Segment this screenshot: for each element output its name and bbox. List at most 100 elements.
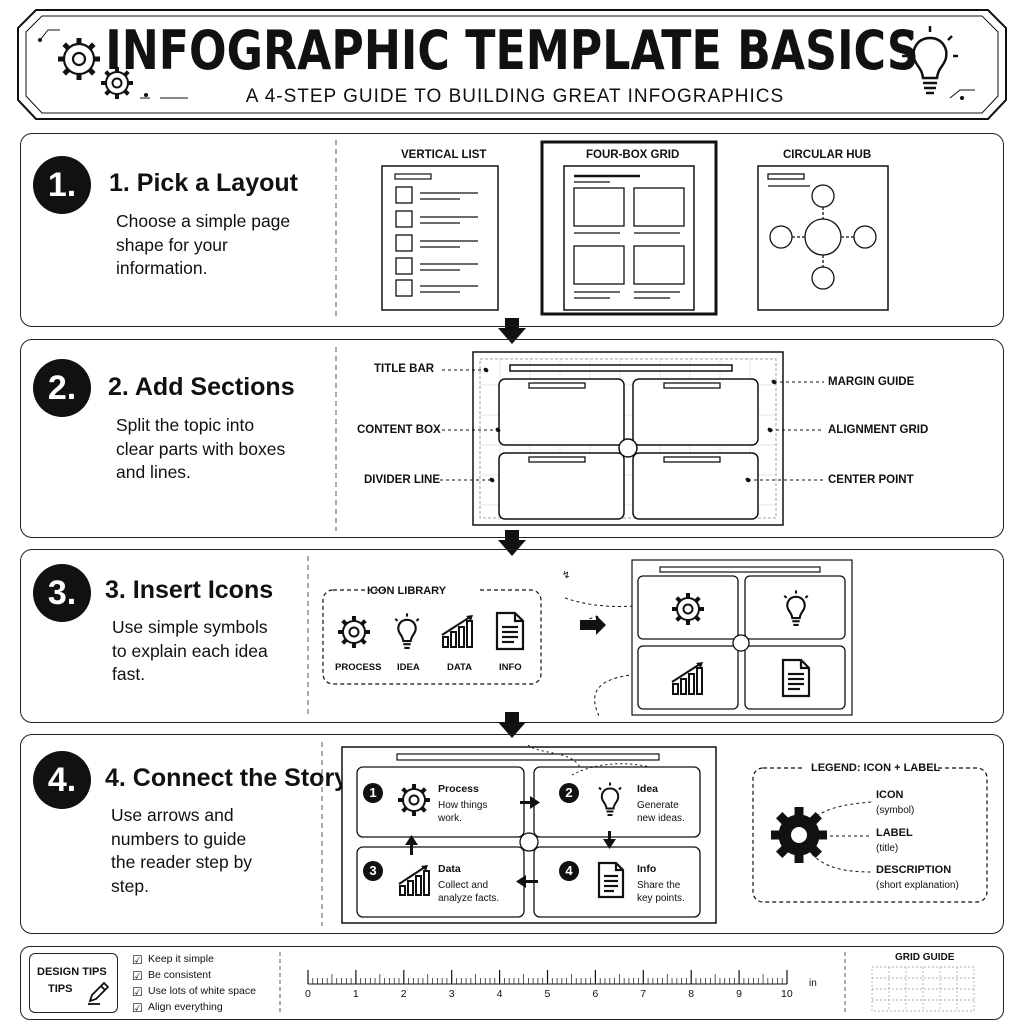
callout-alignment-grid: ALIGNMENT GRID bbox=[828, 424, 929, 436]
callout-title-bar: TITLE BAR bbox=[374, 363, 435, 375]
legend-title: LEGEND: ICON + LABEL bbox=[811, 762, 941, 774]
step-4-panel: 4. 4. Connect the Story Use arrows and n… bbox=[20, 734, 1004, 934]
box-number-badge: 4 bbox=[559, 861, 579, 881]
step-number-badge: 4. bbox=[33, 751, 91, 809]
ruler-number: 3 bbox=[448, 988, 455, 1000]
box-title: Process bbox=[438, 783, 479, 795]
bar-chart-icon bbox=[441, 615, 473, 648]
box-number-badge: 2 bbox=[559, 783, 579, 803]
lightbulb-icon bbox=[394, 613, 420, 649]
step-number-badge: 2. bbox=[33, 359, 91, 417]
box-text: new ideas. bbox=[637, 813, 685, 824]
icon-label-data: DATA bbox=[447, 662, 472, 673]
story-box-4: 4 Info Share the key points. bbox=[534, 847, 700, 917]
step-title: 2. Add Sections bbox=[108, 373, 295, 401]
bar-chart-icon bbox=[398, 865, 430, 896]
step-title: 4. Connect the Story bbox=[105, 764, 349, 792]
checkbox-checked-icon: ☑ bbox=[132, 985, 143, 999]
gear-icon bbox=[101, 67, 133, 99]
layout-label-four-box-grid: FOUR-BOX GRID bbox=[586, 149, 680, 161]
ruler-number: 6 bbox=[592, 988, 599, 1000]
footer-panel bbox=[20, 946, 1004, 1020]
grid-guide-graphic bbox=[871, 966, 975, 1012]
ruler-unit-label: in bbox=[809, 978, 817, 989]
ruler-number: 8 bbox=[688, 988, 695, 1000]
divider-line bbox=[844, 952, 846, 1014]
box-text: analyze facts. bbox=[438, 893, 500, 904]
bar-chart-icon bbox=[671, 662, 703, 695]
section-layout-diagram bbox=[436, 351, 824, 526]
callout-margin-guide: MARGIN GUIDE bbox=[828, 376, 915, 388]
ruler-number: 0 bbox=[305, 988, 311, 1000]
legend-box bbox=[752, 760, 988, 903]
icon-placement-diagram: ↯ bbox=[562, 559, 853, 718]
box-text: Generate bbox=[637, 800, 679, 811]
gear-icon bbox=[771, 807, 827, 863]
step-2-panel: 2. 2. Add Sections Split the topic into … bbox=[20, 339, 1004, 538]
tip-item: Be consistent bbox=[148, 969, 212, 981]
box-title: Info bbox=[637, 863, 657, 875]
svg-text:↯: ↯ bbox=[562, 570, 570, 581]
layout-label-circular-hub: CIRCULAR HUB bbox=[783, 149, 872, 161]
legend-icon-sub: (symbol) bbox=[876, 805, 915, 816]
ruler-number: 5 bbox=[544, 988, 551, 1000]
divider-line bbox=[335, 140, 337, 320]
box-number-badge: 1 bbox=[363, 783, 383, 803]
gear-icon bbox=[398, 784, 430, 816]
icon-library-box bbox=[322, 582, 542, 685]
story-box-2: 2 Idea Generate new ideas. bbox=[534, 767, 700, 837]
layout-thumbnails bbox=[381, 140, 889, 316]
box-text: How things bbox=[438, 800, 488, 811]
step-number-badge: 1. bbox=[33, 156, 91, 214]
divider-line bbox=[335, 347, 337, 531]
page-subtitle: A 4-STEP GUIDE TO BUILDING GREAT INFOGRA… bbox=[245, 86, 785, 107]
ruler-number: 2 bbox=[400, 988, 407, 1000]
legend-description-label: DESCRIPTION bbox=[876, 864, 952, 876]
gear-icon bbox=[672, 593, 704, 625]
arrow-down-icon bbox=[498, 318, 526, 344]
document-icon bbox=[495, 611, 525, 651]
legend-label-sub: (title) bbox=[876, 843, 899, 854]
ruler-number: 1 bbox=[352, 988, 359, 1000]
checkbox-checked-icon: ☑ bbox=[132, 1001, 143, 1015]
legend-icon-label: ICON bbox=[876, 789, 904, 801]
box-number-badge: 3 bbox=[363, 861, 383, 881]
box-title: Data bbox=[438, 863, 461, 875]
tip-item: Keep it simple bbox=[148, 953, 214, 965]
design-tips-title: DESIGN TIPS bbox=[37, 966, 107, 978]
callout-center-point: CENTER POINT bbox=[828, 474, 914, 486]
story-box-1: 1 Process How things work. bbox=[357, 767, 524, 837]
document-icon bbox=[597, 861, 625, 899]
story-box-3: 3 Data Collect and analyze facts. bbox=[357, 847, 524, 917]
grid-guide-title: GRID GUIDE bbox=[895, 952, 955, 963]
box-text: Share the bbox=[637, 880, 681, 891]
icon-library-title: ICON LIBRARY bbox=[367, 585, 447, 597]
ruler-number: 7 bbox=[640, 988, 647, 1000]
lightbulb-icon bbox=[783, 590, 809, 626]
divider-line bbox=[307, 556, 309, 716]
step-title: 3. Insert Icons bbox=[105, 576, 274, 604]
lightbulb-icon bbox=[902, 26, 958, 95]
box-text: work. bbox=[438, 813, 462, 824]
callout-content-box: CONTENT BOX bbox=[357, 424, 441, 436]
legend-description-sub: (short explanation) bbox=[876, 880, 959, 891]
icon-label-process: PROCESS bbox=[335, 662, 382, 673]
ruler-number: 4 bbox=[496, 988, 503, 1000]
step-description: Split the topic into clear parts with bo… bbox=[116, 415, 286, 482]
arrow-down-icon bbox=[498, 530, 526, 556]
ruler-number: 10 bbox=[781, 988, 793, 1000]
ruler-number: 9 bbox=[736, 988, 742, 1000]
step-number-badge: 3. bbox=[33, 564, 91, 622]
header-frame bbox=[17, 9, 1007, 120]
design-tips-subtitle: TIPS bbox=[48, 983, 73, 995]
step-description: Use simple symbols to explain each idea … bbox=[112, 617, 268, 684]
gear-icon bbox=[338, 616, 370, 648]
design-tips-badge bbox=[29, 953, 118, 1013]
tip-item: Align everything bbox=[148, 1001, 223, 1013]
ruler bbox=[307, 970, 788, 985]
box-title: Idea bbox=[637, 783, 659, 795]
gear-icon bbox=[58, 38, 100, 80]
lightbulb-icon bbox=[598, 782, 622, 816]
document-icon bbox=[781, 658, 811, 698]
step-description: Use arrows and numbers to guide the read… bbox=[111, 805, 253, 896]
